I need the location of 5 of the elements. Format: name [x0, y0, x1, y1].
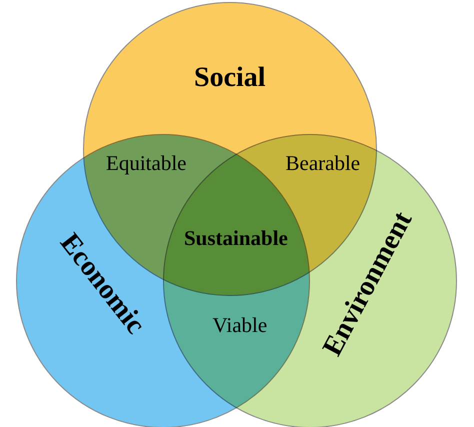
overlap-label: Sustainable	[184, 226, 288, 250]
circle-label: Social	[194, 62, 266, 94]
overlap-label: Equitable	[106, 150, 186, 176]
overlap-label: Viable	[212, 312, 268, 338]
overlap-label: Bearable	[286, 150, 360, 176]
